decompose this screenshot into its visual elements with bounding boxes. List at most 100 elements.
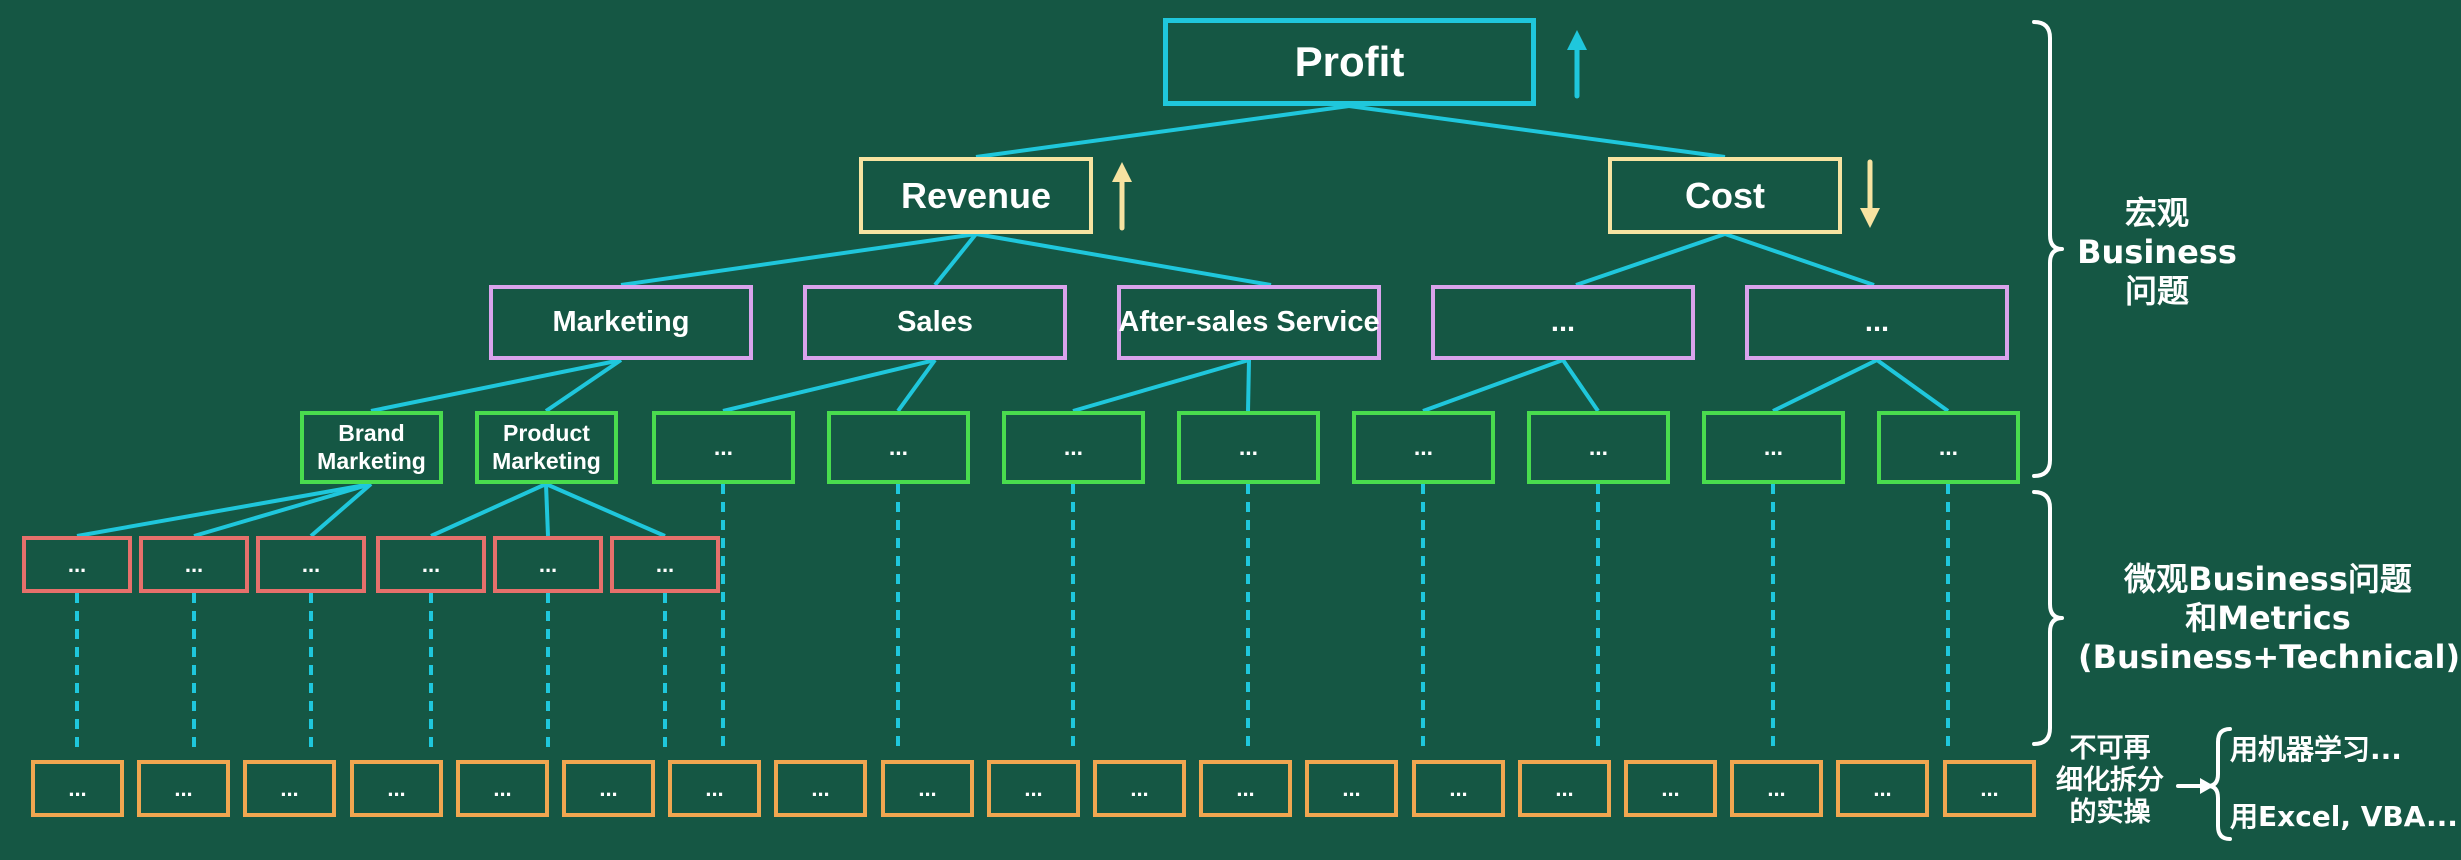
marketing-node: Marketing	[489, 285, 753, 360]
action-node-label: ...	[1555, 775, 1574, 801]
action-node: ...	[881, 760, 974, 817]
subcategory-node-label: ...	[1588, 434, 1609, 461]
action-node-label: ...	[280, 775, 299, 801]
subcategory-node: ...	[827, 411, 970, 484]
action-node: ...	[1412, 760, 1505, 817]
action-node-label: ...	[174, 775, 193, 801]
action-node-label: ...	[918, 775, 937, 801]
profit-node: Profit	[1163, 18, 1536, 106]
action-node: ...	[774, 760, 867, 817]
subcategory-node-label: ...	[1238, 434, 1259, 461]
subcategory-node-label: ...	[888, 434, 909, 461]
after-sales-service-node: After-sales Service	[1117, 285, 1381, 360]
revenue-node: Revenue	[859, 157, 1093, 234]
atomic-line1: 不可再	[2069, 733, 2151, 764]
subcategory-node: ...	[1702, 411, 1845, 484]
connector-line	[975, 104, 1350, 159]
product-marketing-line2: Marketing	[492, 447, 601, 474]
connector-line	[722, 358, 936, 413]
metric-node: ...	[256, 536, 366, 593]
micro-brace-icon	[2032, 490, 2064, 746]
atomic-operations-label: 不可再 细化拆分 的实操	[2040, 733, 2180, 829]
brand-marketing-line2: Marketing	[317, 447, 426, 474]
action-node-label: ...	[1236, 775, 1255, 801]
action-node: ...	[137, 760, 230, 817]
action-node-label: ...	[1342, 775, 1361, 801]
metric-node-label: ...	[538, 551, 558, 577]
action-node: ...	[456, 760, 549, 817]
connector-line	[1772, 358, 1878, 413]
cost-down-arrow-icon-head	[1860, 208, 1880, 228]
subcategory-node: ...	[1352, 411, 1495, 484]
tools-brace-icon	[2206, 727, 2232, 841]
metric-node-label: ...	[655, 551, 675, 577]
tool-excel-text: 用Excel, VBA...	[2230, 800, 2458, 833]
cost-subitem-node: ...	[1745, 285, 2009, 360]
tool-ml-text: 用机器学习...	[2230, 733, 2402, 766]
atomic-line2: 细化拆分	[2056, 764, 2164, 796]
action-node-label: ...	[811, 775, 830, 801]
action-node: ...	[1730, 760, 1823, 817]
tool-machine-learning-label: 用机器学习...	[2230, 733, 2402, 767]
sales-label: Sales	[897, 305, 973, 338]
action-node: ...	[31, 760, 124, 817]
connector-line	[1246, 359, 1251, 412]
marketing-label: Marketing	[552, 305, 690, 338]
action-node: ...	[668, 760, 761, 817]
connector-line	[1875, 358, 1950, 413]
subcategory-node-label: ...	[1938, 434, 1959, 461]
action-node-label: ...	[493, 775, 512, 801]
product-marketing-line1: Product	[503, 419, 590, 446]
action-node-label: ...	[599, 775, 618, 801]
tool-excel-vba-label: 用Excel, VBA...	[2230, 800, 2458, 834]
micro-line1: 微观Business问题	[2124, 560, 2412, 598]
connector-line	[1422, 358, 1564, 413]
action-node-label: ...	[1980, 775, 1999, 801]
metric-node: ...	[610, 536, 720, 593]
action-node: ...	[243, 760, 336, 817]
metric-node: ...	[376, 536, 486, 593]
action-node-label: ...	[1661, 775, 1680, 801]
action-node: ...	[1199, 760, 1292, 817]
action-node: ...	[1943, 760, 2036, 817]
subcategory-node: ...	[1877, 411, 2020, 484]
micro-business-metrics-label: 微观Business问题 和Metrics (Business+Technica…	[2078, 560, 2461, 677]
connector-line	[193, 482, 372, 538]
action-node: ...	[1305, 760, 1398, 817]
action-node-label: ...	[68, 775, 87, 801]
action-node: ...	[1093, 760, 1186, 817]
action-node: ...	[350, 760, 443, 817]
macro-line2: Business	[2077, 233, 2237, 272]
cost-subitem-label: ...	[1864, 305, 1890, 338]
subcategory-node-label: ...	[1063, 434, 1084, 461]
profit-up-arrow-icon-head	[1567, 30, 1587, 50]
metric-node-label: ...	[421, 551, 441, 577]
connector-line	[1561, 358, 1600, 413]
brand-marketing-line1: Brand	[338, 419, 405, 446]
metric-node-label: ...	[301, 551, 321, 577]
connector-line	[1072, 358, 1250, 413]
connector-line	[975, 232, 1272, 287]
connector-line	[370, 358, 622, 413]
micro-line3: (Business+Technical)	[2078, 638, 2461, 677]
brand-marketing-node: Brand Marketing	[300, 411, 443, 484]
subcategory-node-label: ...	[1413, 434, 1434, 461]
cost-node: Cost	[1608, 157, 1842, 234]
connector-line	[933, 232, 978, 287]
action-node-label: ...	[387, 775, 406, 801]
action-node: ...	[1624, 760, 1717, 817]
subcategory-node: ...	[1002, 411, 1145, 484]
sales-node: Sales	[803, 285, 1067, 360]
after-sales-service-label: After-sales Service	[1118, 305, 1380, 338]
metric-node: ...	[493, 536, 603, 593]
connector-line	[76, 482, 372, 538]
macro-business-label: 宏观 Business 问题	[2054, 194, 2260, 311]
action-node-label: ...	[1449, 775, 1468, 801]
connector-line	[545, 482, 666, 538]
macro-line1: 宏观	[2124, 194, 2189, 232]
connector-line	[1724, 232, 1875, 287]
revenue-label: Revenue	[900, 174, 1052, 216]
action-node: ...	[1836, 760, 1929, 817]
